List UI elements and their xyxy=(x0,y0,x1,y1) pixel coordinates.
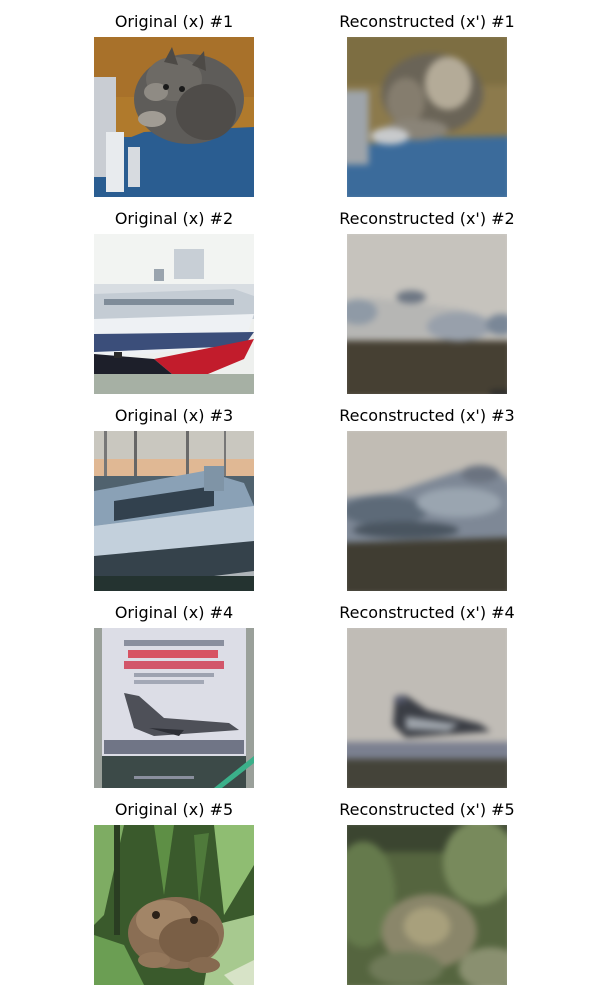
reconstructed-image-3 xyxy=(347,431,507,591)
original-title-3: Original (x) #3 xyxy=(114,406,234,425)
reconstructed-image-4 xyxy=(347,628,507,788)
original-title-4: Original (x) #4 xyxy=(114,603,234,622)
original-image-1 xyxy=(94,37,254,197)
original-image-3 xyxy=(94,431,254,591)
original-title-5: Original (x) #5 xyxy=(114,800,234,819)
reconstructed-image-1 xyxy=(347,37,507,197)
original-title-2: Original (x) #2 xyxy=(114,209,234,228)
reconstructed-title-3: Reconstructed (x') #3 xyxy=(339,406,515,425)
reconstructed-image-2 xyxy=(347,234,507,394)
reconstructed-title-1: Reconstructed (x') #1 xyxy=(339,12,515,31)
reconstructed-title-5: Reconstructed (x') #5 xyxy=(339,800,515,819)
original-image-4 xyxy=(94,628,254,788)
reconstructed-title-2: Reconstructed (x') #2 xyxy=(339,209,515,228)
reconstructed-image-5 xyxy=(347,825,507,985)
reconstructed-title-4: Reconstructed (x') #4 xyxy=(339,603,515,622)
original-image-5 xyxy=(94,825,254,985)
original-title-1: Original (x) #1 xyxy=(114,12,234,31)
original-image-2 xyxy=(94,234,254,394)
